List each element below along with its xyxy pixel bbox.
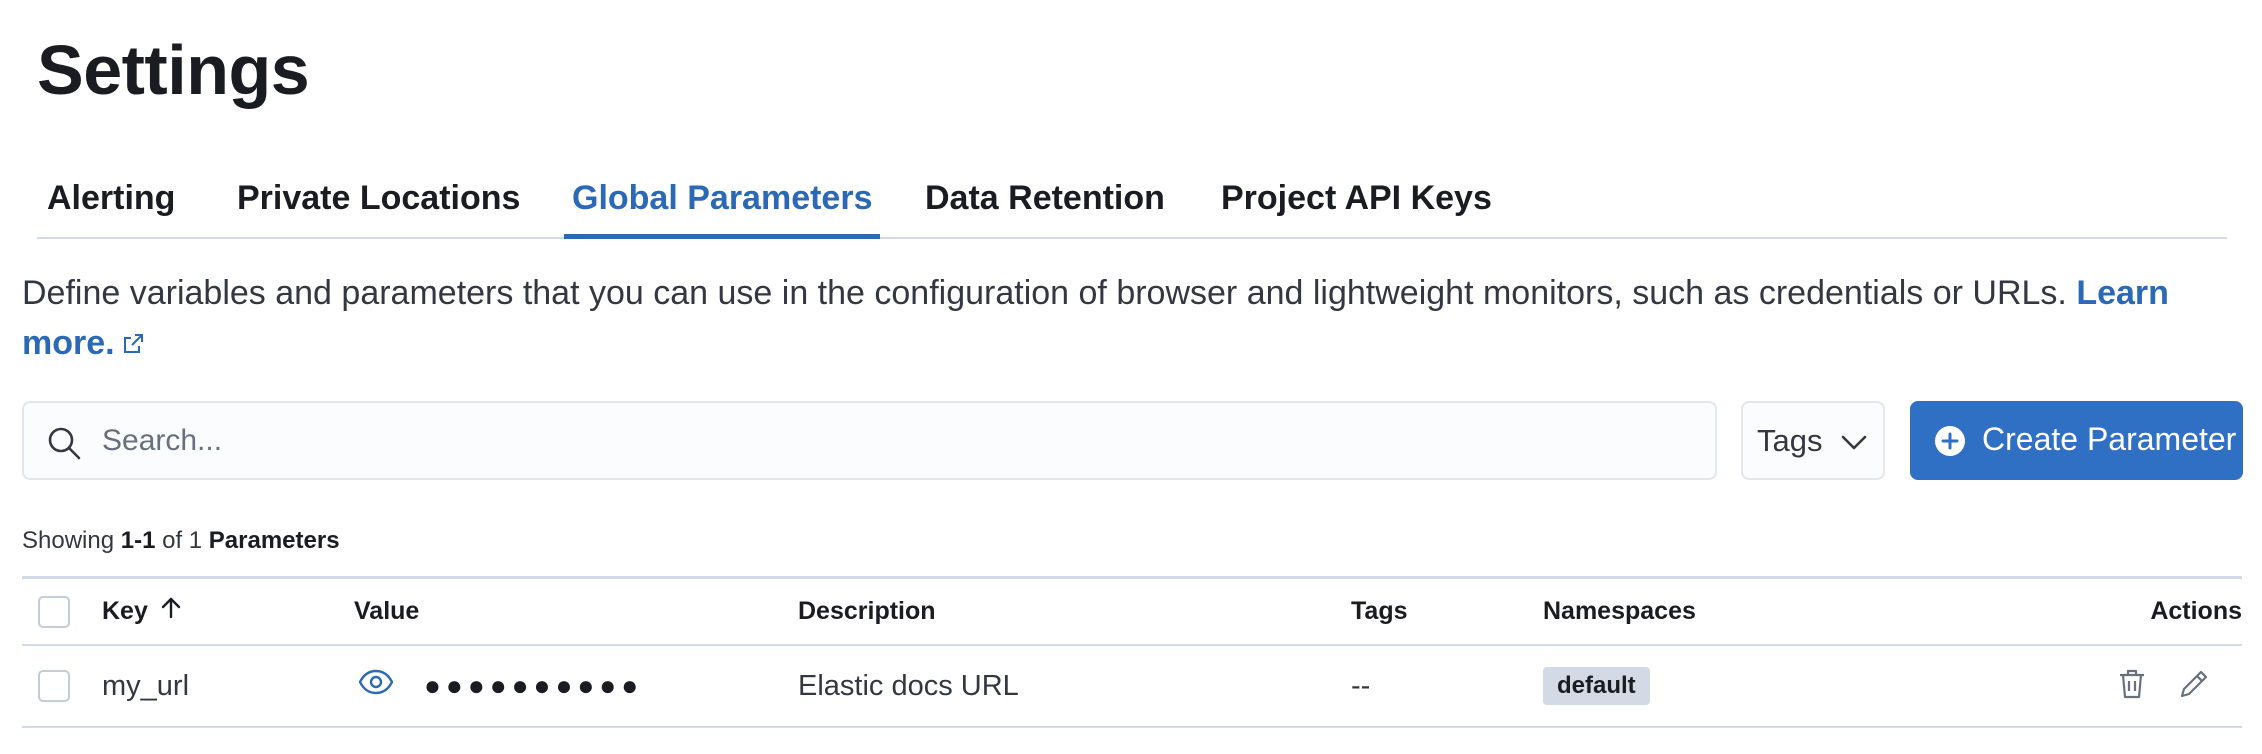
row-description: Elastic docs URL (798, 669, 1019, 702)
tab-project-api-keys[interactable]: Project API Keys (1221, 179, 1492, 217)
learn-more-label: Learn more. (22, 274, 2169, 362)
summary-range: 1-1 (120, 527, 156, 554)
tab-global-parameters[interactable]: Global Parameters (564, 162, 881, 239)
trash-icon[interactable] (2115, 667, 2149, 706)
tab-private-locations[interactable]: Private Locations (237, 179, 521, 217)
row-key: my_url (102, 669, 190, 702)
sort-ascending-icon (158, 595, 184, 628)
create-parameter-label: Create Parameter (1982, 421, 2237, 457)
column-header-key[interactable]: Key (102, 579, 184, 644)
page-title: Settings (37, 31, 310, 109)
tab-alerting[interactable]: Alerting (47, 179, 176, 217)
summary-prefix: Showing (22, 527, 121, 554)
tags-filter-label: Tags (1757, 423, 1823, 458)
eye-icon[interactable] (358, 667, 394, 705)
row-tags: -- (1351, 669, 1371, 702)
description-text: Define variables and parameters that you… (22, 274, 2077, 312)
summary-middle: of 1 (155, 527, 209, 554)
search-field (22, 401, 1717, 480)
chevron-down-icon (1839, 429, 1869, 460)
select-all-checkbox[interactable] (38, 595, 70, 628)
learn-more-link[interactable]: Learn more. (22, 274, 2169, 362)
tab-data-retention[interactable]: Data Retention (925, 179, 1165, 217)
column-header-namespaces: Namespaces (1543, 597, 1696, 625)
pencil-icon[interactable] (2177, 667, 2211, 706)
plus-circle-icon (1934, 425, 1966, 462)
row-checkbox[interactable] (38, 670, 70, 702)
search-input[interactable] (102, 415, 1682, 467)
row-value: ●●●●●●●●●● (358, 646, 643, 726)
tags-filter-button[interactable]: Tags (1741, 401, 1885, 480)
summary-entity: Parameters (208, 527, 340, 554)
column-key-label: Key (102, 597, 148, 625)
table-header: Key Value Description Tags Namespaces Ac… (22, 576, 2242, 646)
page-description: Define variables and parameters that you… (22, 268, 2232, 370)
column-header-value: Value (354, 597, 420, 625)
create-parameter-button[interactable]: Create Parameter (1910, 401, 2243, 480)
search-icon (44, 423, 84, 468)
namespace-badge: default (1543, 667, 1650, 705)
masked-value: ●●●●●●●●●● (424, 670, 644, 701)
column-header-description: Description (798, 597, 936, 625)
table-row: my_url ●●●●●●●●●● Elastic docs URL -- de… (22, 646, 2242, 728)
column-header-tags: Tags (1351, 597, 1408, 625)
external-link-icon (121, 320, 145, 370)
results-summary: Showing 1-1 of 1 Parameters (22, 527, 340, 555)
parameters-table: Key Value Description Tags Namespaces Ac… (22, 576, 2242, 728)
column-header-actions: Actions (2150, 597, 2242, 625)
settings-tabs: Alerting Private Locations Global Parame… (37, 162, 2227, 239)
